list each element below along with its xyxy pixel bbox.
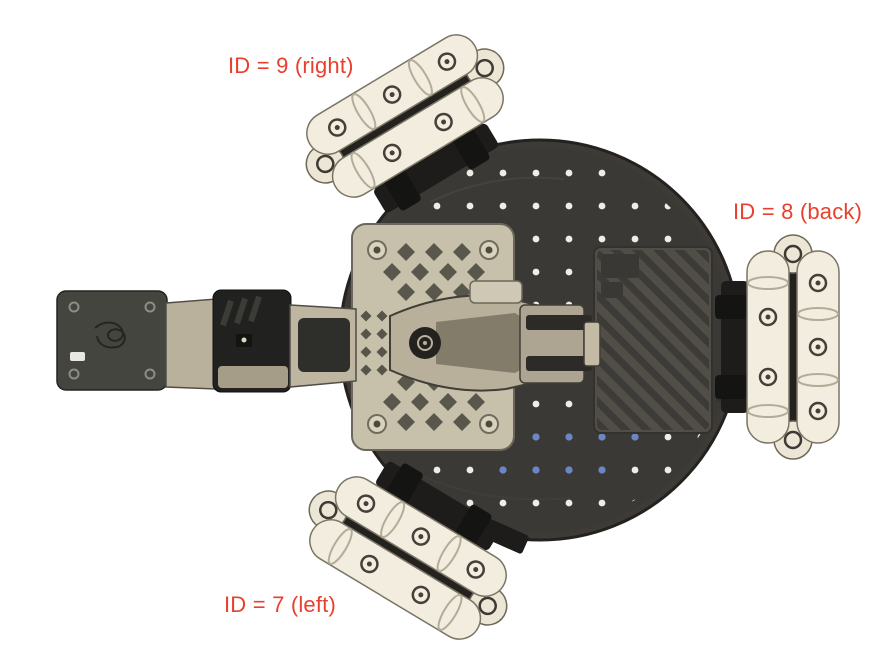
chassis-blue-holes [499, 433, 639, 474]
vent-panel [593, 246, 713, 434]
robot-arm [56, 280, 601, 393]
arm-plate-logo [94, 321, 126, 349]
wheel-8-label: ID = 8 (back) [733, 199, 863, 224]
arm-forearm [389, 280, 601, 392]
wheel-7-label: ID = 7 (left) [224, 592, 337, 617]
bracket-screws [367, 240, 499, 434]
wheel-8-back [745, 233, 841, 461]
wheel-9-label: ID = 9 (right) [228, 53, 354, 78]
arm-gripper [519, 304, 601, 384]
